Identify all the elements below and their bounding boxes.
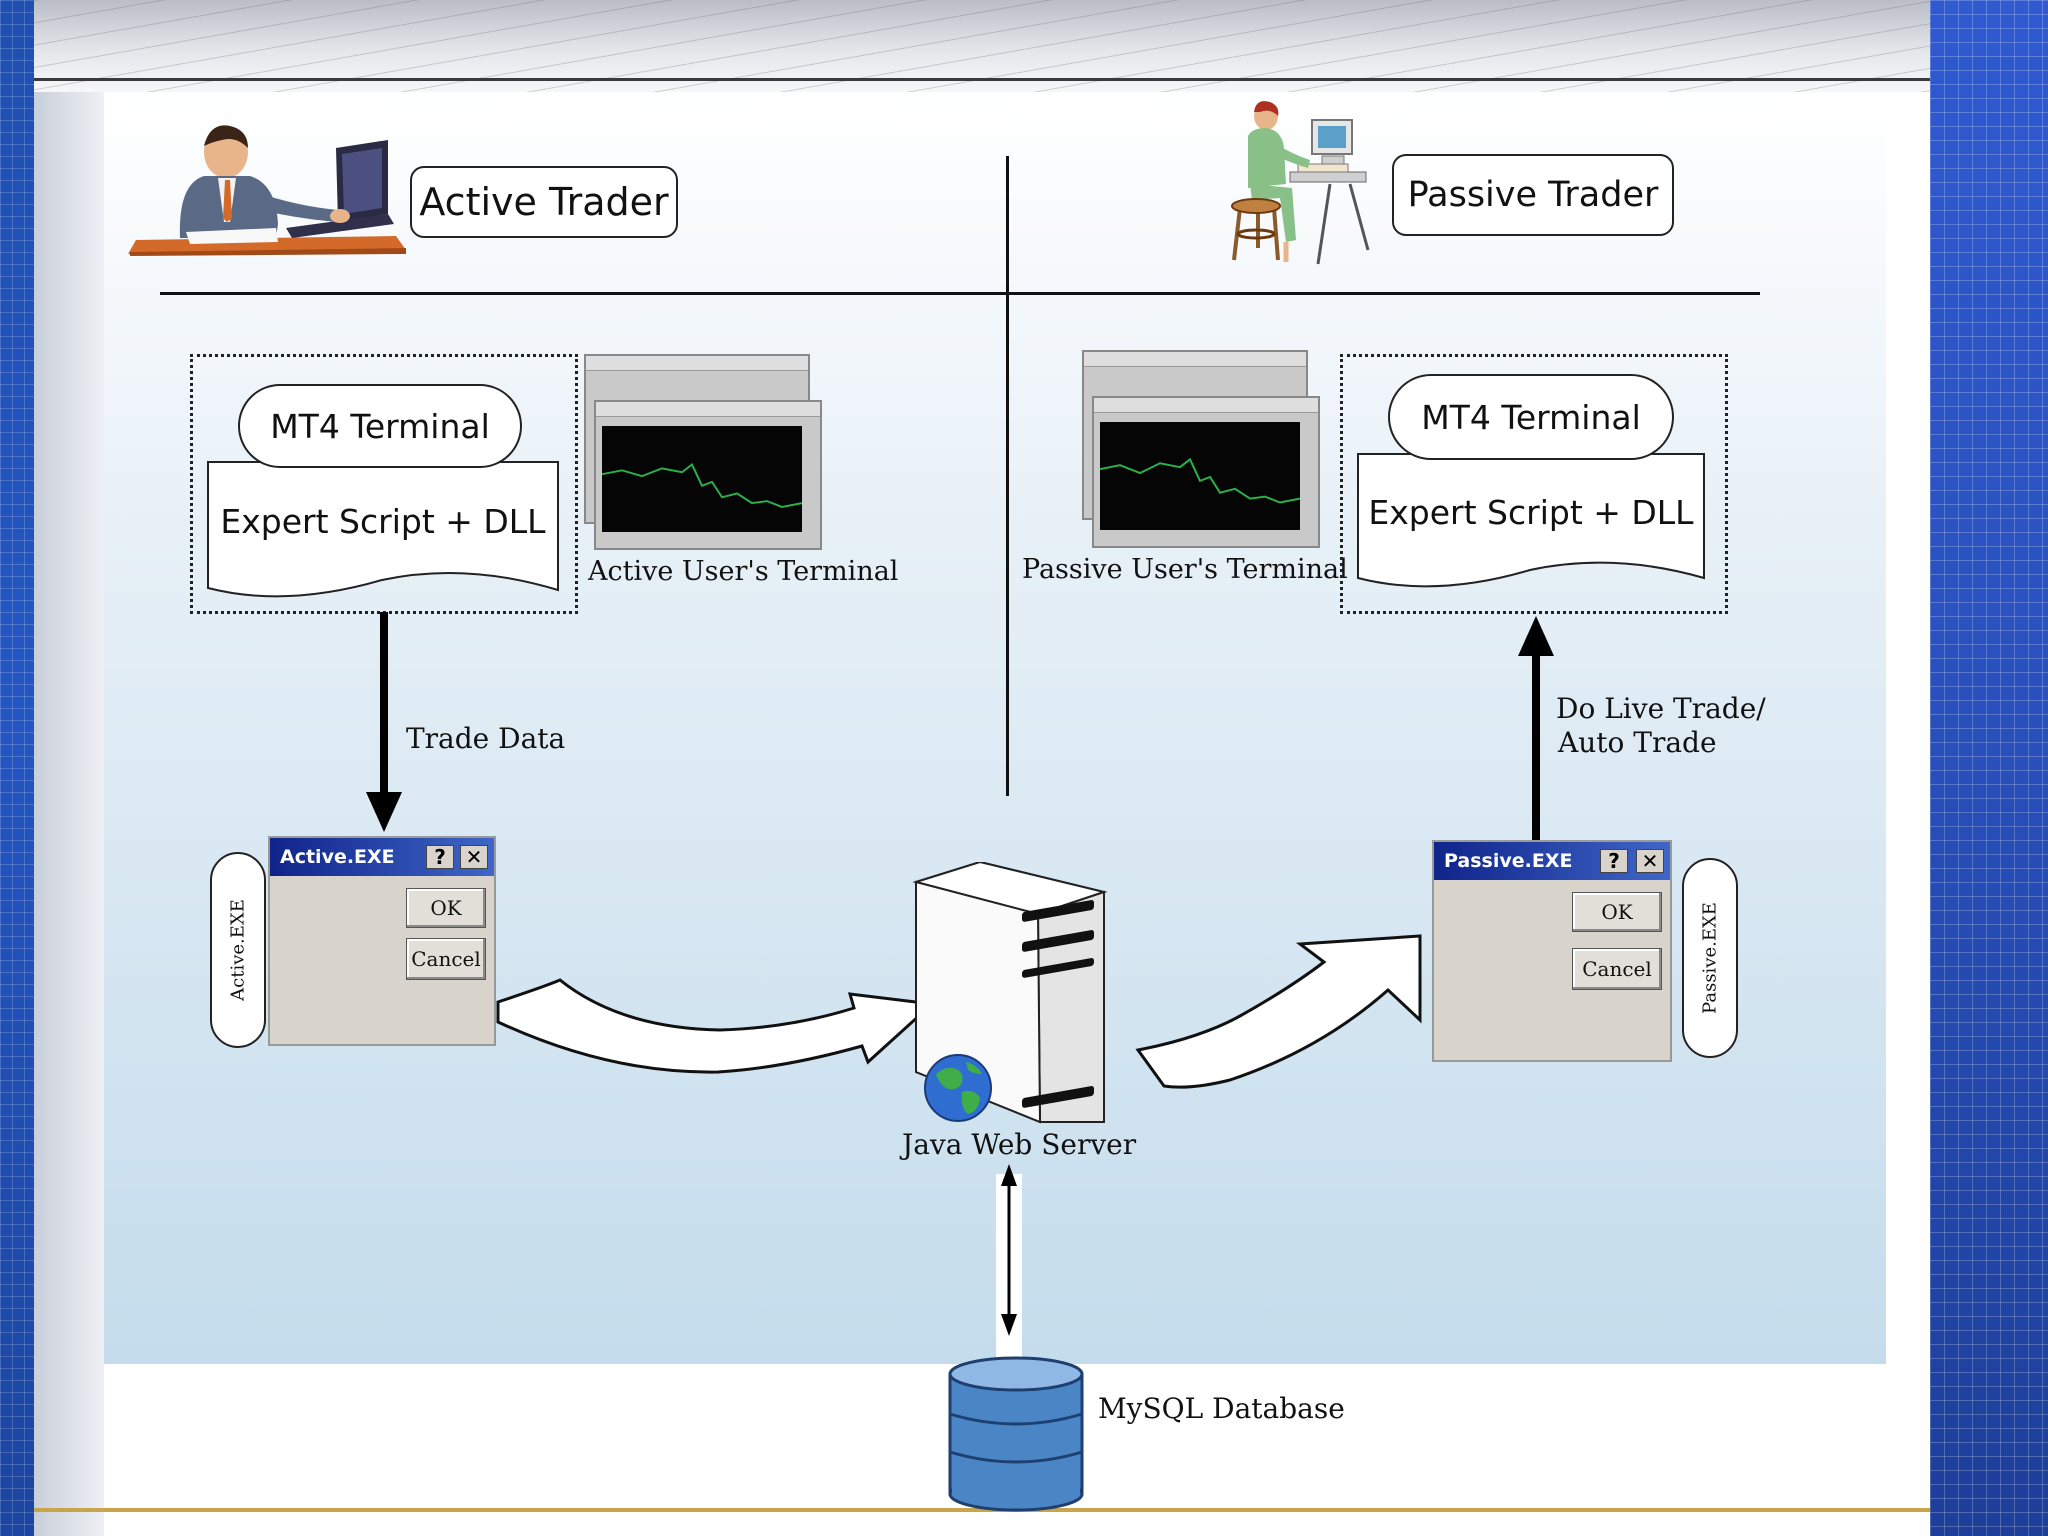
database-cylinder-icon [948,1356,1084,1512]
right-decorative-border [1930,0,2048,1536]
active-mt4-body: Expert Script + DLL [220,501,546,541]
active-trader-label: Active Trader [410,166,678,238]
woman-at-computer-icon [1226,100,1374,270]
passive-exe-side-label: Passive.EXE [1699,902,1721,1014]
close-button[interactable]: ✕ [460,845,488,869]
trade-data-label: Trade Data [406,722,566,755]
database-label: MySQL Database [1098,1392,1345,1425]
passive-mt4-title: MT4 Terminal [1388,374,1674,460]
server-database-arrow [1001,1164,1017,1336]
active-exe-title: Active.EXE [270,838,494,876]
diagram-panel [104,92,1886,1364]
bottom-rule [34,1508,1930,1512]
ok-button[interactable]: OK [406,888,486,928]
server-label: Java Web Server [902,1128,1137,1161]
active-terminal-front-window [594,400,822,550]
help-button[interactable]: ? [426,845,454,869]
active-exe-side-pill: Active.EXE [210,852,266,1048]
ok-button[interactable]: OK [1572,892,1662,932]
cancel-button[interactable]: Cancel [406,938,486,980]
passive-document-shape [1357,453,1705,588]
horizontal-divider [160,292,1760,295]
active-terminal-caption: Active User's Terminal [588,556,899,587]
top-document-band [34,0,1930,92]
globe-icon [924,1054,992,1122]
active-exe-side-label: Active.EXE [227,899,249,1001]
active-to-server-arrow [496,978,936,1074]
passive-exe-title: Passive.EXE [1434,842,1670,880]
man-at-laptop-icon [126,118,412,256]
passive-terminal-front-window [1092,396,1320,548]
passive-trader-label: Passive Trader [1392,154,1674,236]
help-button[interactable]: ? [1600,849,1628,873]
left-decorative-border [0,0,34,1536]
top-rule [34,78,1930,81]
trade-data-arrow [366,612,402,832]
passive-exe-dialog: Passive.EXE ? ✕ OK Cancel [1432,840,1672,1062]
passive-mt4-body: Expert Script + DLL [1368,492,1694,532]
live-trade-arrow [1518,616,1554,842]
active-exe-dialog: Active.EXE ? ✕ OK Cancel [268,836,496,1046]
active-mt4-title: MT4 Terminal [238,384,522,468]
live-trade-label-line1: Do Live Trade/ [1556,692,1766,725]
passive-mt4-group [1340,354,1728,614]
passive-terminal-caption: Passive User's Terminal [1022,554,1348,585]
passive-exe-side-pill: Passive.EXE [1682,858,1738,1058]
close-button[interactable]: ✕ [1636,849,1664,873]
server-to-passive-arrow [1135,934,1422,1089]
live-trade-label-line2: Auto Trade [1558,726,1717,759]
active-document-shape [207,461,559,598]
cancel-button[interactable]: Cancel [1572,948,1662,990]
vertical-divider [1006,156,1009,796]
left-document-strip [34,0,104,1536]
